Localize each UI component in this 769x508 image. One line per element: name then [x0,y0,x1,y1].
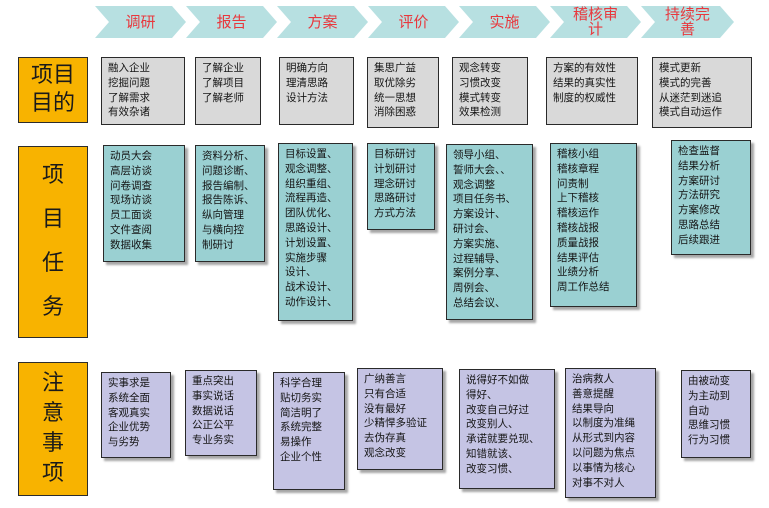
goal-box-improvement: 模式更新 模式的完善 从迷茫到迷追 模式自动运作 [652,57,752,128]
chevron-shape [277,6,368,38]
stage-label: 方案 [307,12,338,31]
chevron-shape [186,6,277,38]
goal-box-report: 了解企业 了解项目 了解老师 [195,57,261,125]
row-header-goal: 项目目的 [18,57,88,123]
row-header-note: 注意事项 [18,362,88,496]
note-box-implementation: 说得好不如做 得好、 改变自己好过 改变别人、 承诺就要兑现、 知错就该、 改变… [459,369,555,489]
stage-chevron-implementation: 实施 [459,6,550,38]
chevron-shape [459,6,550,38]
goal-box-audit: 方案的有效性 结果的真实性 制度的权威性 [546,57,638,125]
task-box-audit: 稽核小组 稽核章程 问责制 上下稽核 稽核运作 稽核战报 质量战报 结果评估 业… [550,143,637,307]
row-header-task: 项目任务 [18,146,88,338]
stage-label: 调研 [125,12,156,31]
note-box-improvement: 由被动变 为主动到 自动 思维习惯 行为习惯 [681,370,751,458]
stage-chevron-report: 报告 [186,6,277,38]
task-box-improvement: 检查监督 结果分析 方案研讨 方法研究 方案修改 思路总结 后续跟进 [671,140,751,255]
task-box-evaluation: 目标研讨 计划研讨 理念研讨 思路研讨 方式方法 [367,143,435,230]
stage-label: 持续完善 [664,5,710,38]
stage-chevron-audit: 稽核审计 [550,6,641,38]
note-box-evaluation: 广纳善言 只有合适 没有最好 少精悍多验证 去伪存真 观念改变 [357,368,443,470]
task-box-report: 资料分析、 问题诊断、 报告编制、 报告陈诉、 纵向管理 与横向控 制研讨 [195,145,265,262]
chevron-shape [641,6,734,38]
chevron-shape [368,6,459,38]
note-box-report: 重点突出 事实说话 数据说话 公正公平 专业务实 [185,370,257,456]
note-box-research: 实事求是 系统全面 客观真实 企业优势 与劣势 [101,372,171,458]
goal-box-plan: 明确方向 理清思路 设计方法 [279,57,354,125]
stage-chevron-plan: 方案 [277,6,368,38]
chevron-shape [95,6,186,38]
stage-label: 实施 [489,12,520,31]
stage-chevron-research: 调研 [95,6,186,38]
stage-label: 稽核审计 [572,5,618,38]
note-box-audit: 治病救人 善意提醒 结果导向 以制度为准绳 从形式到内容 以问题为焦点 以事情为… [565,368,656,498]
goal-box-research: 融入企业 挖掘问题 了解需求 有效杂诸 [101,57,185,125]
stage-label: 报告 [216,12,247,31]
chevron-shape [550,6,641,38]
task-box-implementation: 领导小组、 誓师大会、、 观念调整 项目任务书、 方案设计、 研讨会、 方案实施… [446,144,533,320]
goal-box-implementation: 观念转变 习惯改变 模式转变 效果检测 [452,57,528,125]
note-box-plan: 科学合理 贴切务实 简洁明了 系统完整 易操作 企业个性 [273,372,345,490]
stage-chevron-evaluation: 评价 [368,6,459,38]
goal-box-evaluation: 集思广益 取优除劣 统一思想 消除困惑 [367,57,439,128]
stage-chevron-improvement: 持续完善 [641,6,734,38]
task-box-plan: 目标设置、 观念调整、 组织重组、 流程再造、 团队优化、 思路设计、 计划设置… [278,143,353,321]
stage-label: 评价 [398,12,429,31]
task-box-research: 动员大会 高层访谈 问卷调查 现场访谈 员工面谈 文件查阅 数据收集 [103,145,185,262]
